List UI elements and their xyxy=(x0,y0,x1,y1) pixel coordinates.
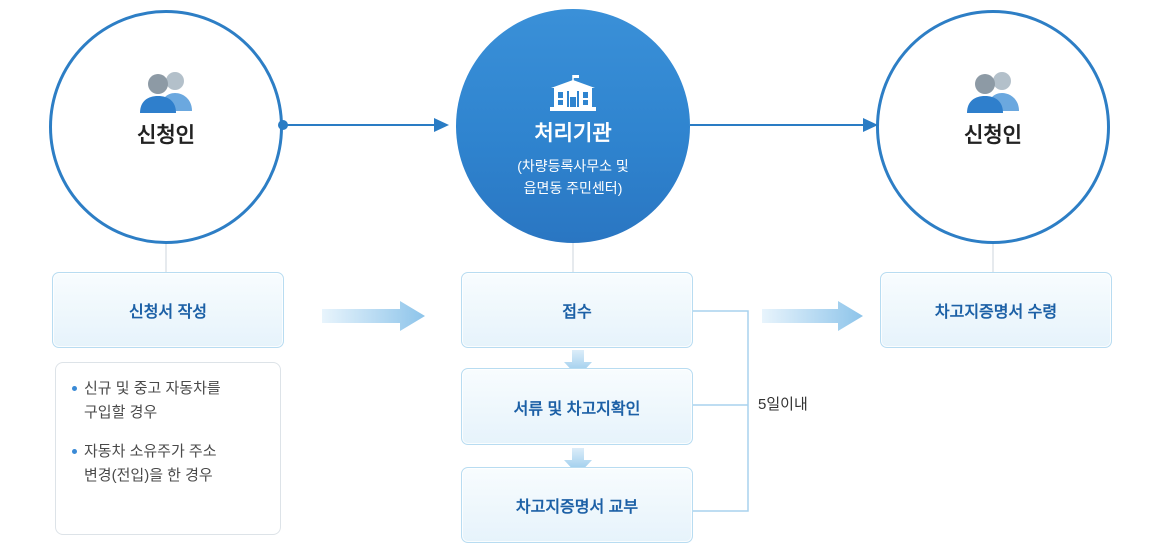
eligibility-item: 신규 및 중고 자동차를 구입할 경우 xyxy=(72,377,280,425)
step-pickup-label: 차고지증명서 수령 xyxy=(934,304,1058,321)
building-window xyxy=(558,100,563,105)
building-window xyxy=(583,92,588,98)
eligibility-item-line: 변경(전입)을 한 경우 xyxy=(84,467,213,484)
person-front-body xyxy=(967,96,1003,113)
duration-bracket xyxy=(693,310,749,512)
bullet-dot xyxy=(72,386,77,391)
agency-label: 처리기관 xyxy=(534,122,612,145)
building-door xyxy=(570,97,576,107)
flow-arrow-issuance-to-pickup xyxy=(762,301,863,331)
eligibility-item-line: 구입할 경우 xyxy=(84,404,158,421)
step-apply-label: 신청서 작성 xyxy=(128,304,208,321)
applicant-end-label: 신청인 xyxy=(964,124,1022,147)
eligibility-item: 자동차 소유주가 주소 변경(전입)을 한 경우 xyxy=(72,440,280,488)
building-window xyxy=(583,100,588,105)
step-pickup-box: 차고지증명서 수령 xyxy=(880,272,1112,348)
building-column xyxy=(577,91,579,107)
down-arrow-review-to-issuance xyxy=(564,448,592,475)
step-review-label: 서류 및 차고지확인 xyxy=(513,400,641,418)
bullet-dot xyxy=(72,449,77,454)
eligibility-box: 신규 및 중고 자동차를 구입할 경우 자동차 소유주가 주소 변경(전입)을 … xyxy=(55,362,281,535)
step-apply-box: 신청서 작성 xyxy=(52,272,284,348)
building-icon xyxy=(550,75,596,111)
person-front-head xyxy=(148,74,168,94)
applicant-start-label: 신청인 xyxy=(137,124,195,147)
step-issuance-box: 차고지증명서 교부 xyxy=(461,467,693,543)
step-receipt-label: 접수 xyxy=(562,304,592,321)
building-roof xyxy=(551,80,595,88)
eligibility-item-line: 자동차 소유주가 주소 xyxy=(84,443,217,460)
building-base xyxy=(550,107,596,111)
people-icon xyxy=(967,72,1019,113)
person-back-head xyxy=(993,72,1011,90)
step-receipt-box: 접수 xyxy=(461,272,693,348)
building-window xyxy=(558,92,563,98)
person-front-head xyxy=(975,74,995,94)
applicant-start-circle: 신청인 xyxy=(49,10,283,244)
step-issuance-label: 차고지증명서 교부 xyxy=(515,499,639,516)
agency-detail-line2: 읍면동 주민센터) xyxy=(523,180,623,196)
processing-time-label: 5일이내 xyxy=(758,396,808,413)
building-flag xyxy=(573,75,579,78)
flow-arrow-apply-to-receipt xyxy=(322,301,425,331)
applicant-end-circle: 신청인 xyxy=(876,10,1110,244)
agency-detail-line1: (차량등록사무소 및 xyxy=(517,158,629,174)
people-icon xyxy=(140,72,192,113)
eligibility-item-line: 신규 및 중고 자동차를 xyxy=(84,380,221,397)
down-arrow-receipt-to-review xyxy=(564,350,592,377)
agency-circle: 처리기관 (차량등록사무소 및 읍면동 주민센터) xyxy=(456,9,690,243)
person-back-head xyxy=(166,72,184,90)
building-column xyxy=(567,91,569,107)
step-review-box: 서류 및 차고지확인 xyxy=(461,368,693,445)
person-front-body xyxy=(140,96,176,113)
